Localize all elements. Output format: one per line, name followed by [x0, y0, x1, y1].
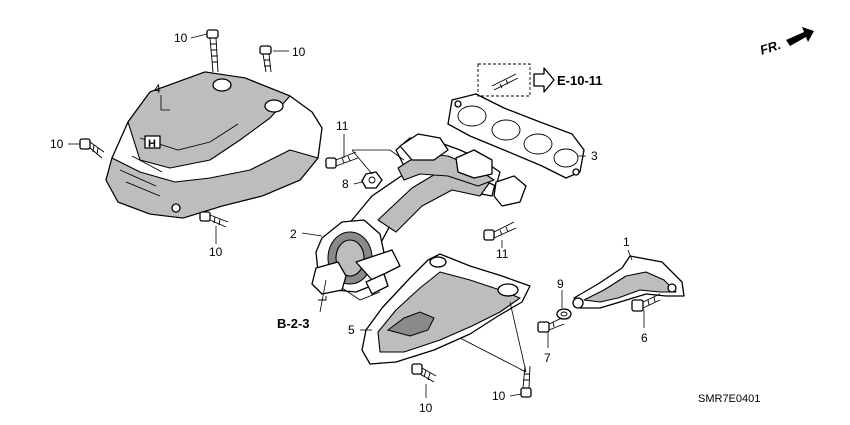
- reference-e-10-11[interactable]: E-10-11: [557, 73, 603, 88]
- reference-arrow-e10[interactable]: [533, 67, 555, 93]
- leader-lines: [68, 33, 645, 398]
- callout-9: 9: [557, 277, 564, 291]
- bolt-7[interactable]: [537, 317, 565, 333]
- nut-8[interactable]: [361, 171, 383, 189]
- bolt-10-mid[interactable]: [199, 211, 229, 228]
- exhaust-manifold[interactable]: [311, 133, 527, 301]
- reference-b-2-3[interactable]: B-2-3: [277, 316, 310, 331]
- manifold-bracket[interactable]: [572, 255, 685, 309]
- callout-2: 2: [290, 227, 297, 241]
- bolt-10-top-left[interactable]: [206, 29, 219, 73]
- front-direction-arrow: FR.: [758, 27, 814, 58]
- honda-h-logo: H: [148, 138, 156, 150]
- callout-10: 10: [292, 45, 306, 59]
- callout-4: 4: [154, 82, 161, 96]
- bolt-11-lower[interactable]: [483, 221, 517, 241]
- bolt-11-upper[interactable]: [325, 151, 359, 169]
- callout-8: 8: [342, 177, 349, 191]
- callout-10: 10: [209, 245, 223, 259]
- callout-7: 7: [544, 351, 551, 365]
- bolt-6[interactable]: [631, 293, 661, 312]
- stud-reference-box: [477, 63, 531, 97]
- callout-10: 10: [174, 31, 188, 45]
- bolt-10-top-right[interactable]: [259, 45, 272, 73]
- upper-heat-shield[interactable]: H: [105, 71, 323, 219]
- callout-3: 3: [591, 149, 598, 163]
- bolt-10-bottom-left[interactable]: [411, 363, 437, 383]
- front-label: FR.: [758, 37, 783, 58]
- callout-1: 1: [623, 235, 630, 249]
- callout-11: 11: [496, 247, 509, 261]
- diagram-code: SMR7E0401: [698, 393, 760, 405]
- callout-6: 6: [641, 331, 648, 345]
- washer-9[interactable]: [556, 308, 572, 320]
- lower-heat-shield[interactable]: [361, 253, 531, 365]
- manifold-gasket[interactable]: [447, 93, 585, 179]
- bolt-10-bottom-right[interactable]: [520, 365, 532, 398]
- callout-10: 10: [419, 401, 433, 415]
- callout-11: 11: [336, 119, 349, 133]
- callout-10: 10: [492, 389, 506, 403]
- callout-5: 5: [348, 323, 355, 337]
- callout-10: 10: [50, 137, 64, 151]
- bolt-10-left[interactable]: [79, 138, 105, 159]
